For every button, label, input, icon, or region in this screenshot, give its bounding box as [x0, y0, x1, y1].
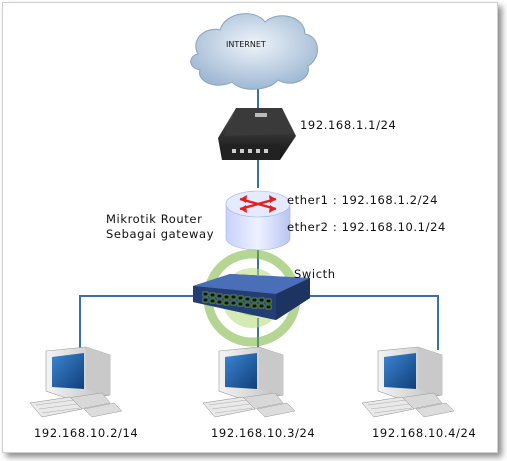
pc-icon-3	[361, 346, 455, 418]
internet-label: INTERNET	[226, 40, 266, 49]
router-ether2-label: ether2 : 192.168.10.1/24	[287, 220, 446, 234]
pc-icon-1	[29, 346, 123, 418]
internet-cloud-icon	[190, 13, 318, 90]
modem-ip-label: 192.168.1.1/24	[300, 118, 397, 132]
modem-icon	[218, 108, 296, 160]
link-switch-pc3	[310, 295, 439, 350]
pc-icon-2	[202, 346, 296, 418]
pc2-ip-label: 192.168.10.3/24	[211, 426, 316, 440]
pc3-ip-label: 192.168.10.4/24	[372, 426, 477, 440]
router-label-line2: Sebagai gateway	[106, 227, 215, 241]
router-ether1-label: ether1 : 192.168.1.2/24	[287, 193, 438, 207]
link-switch-pc1	[79, 295, 193, 350]
switch-icon	[193, 274, 310, 320]
pc1-ip-label: 192.168.10.2/14	[34, 426, 139, 440]
switch-label: Swicth	[294, 267, 336, 281]
router-label-line1: Mikrotik Router	[106, 212, 203, 226]
router-icon	[225, 190, 291, 251]
